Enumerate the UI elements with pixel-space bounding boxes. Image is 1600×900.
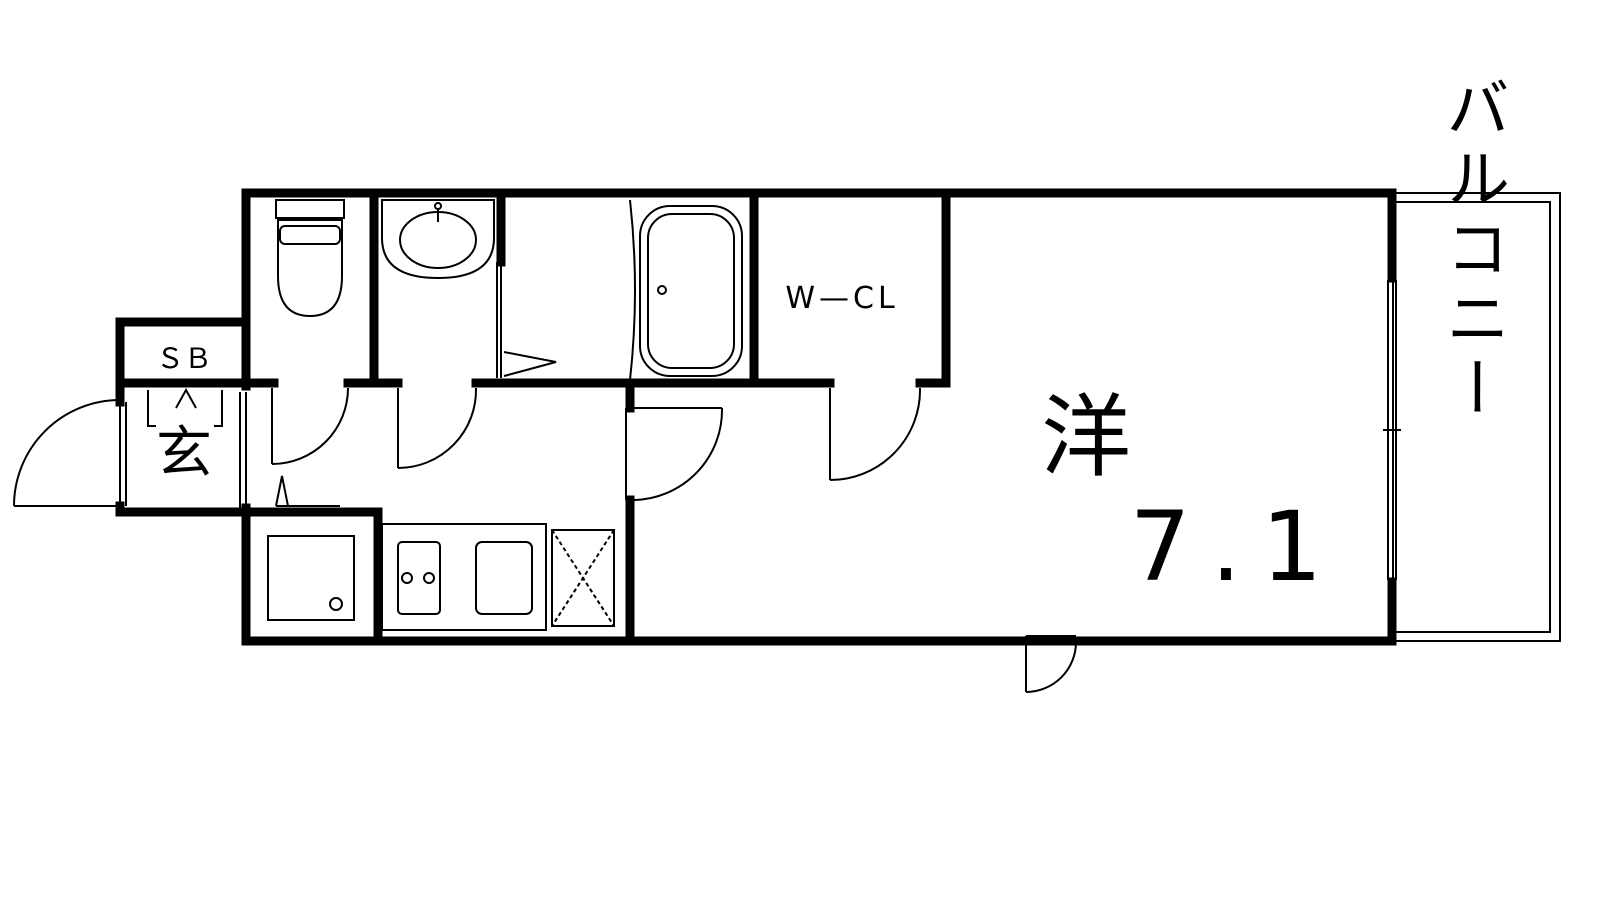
room-door: [625, 407, 724, 501]
balcony-label: バルコニー: [1435, 75, 1509, 425]
entrance-step: [147, 387, 247, 508]
washer-door-marker: [275, 475, 340, 507]
western-room-size: 7.1: [1130, 491, 1343, 603]
closet-door: [829, 387, 922, 481]
toilet-door: [271, 387, 349, 465]
entrance-label: 玄: [156, 421, 212, 486]
refrigerator-space: [551, 529, 615, 627]
washroom-door: [397, 387, 478, 469]
walls: [115, 188, 1397, 646]
entrance-door: [13, 399, 127, 507]
toilet-fixture: [275, 199, 345, 318]
bathtub-fixture: [629, 199, 743, 381]
shoe-box-label: ＳＢ: [156, 342, 212, 375]
washing-machine-space: [267, 535, 355, 621]
balcony-area: [1392, 192, 1561, 642]
kitchen-counter: [381, 523, 547, 631]
bath-door: [496, 262, 557, 378]
walk-in-closet-label: W—CL: [785, 281, 898, 316]
balcony-sliding-door: [1383, 280, 1401, 580]
western-room-label: 洋: [1041, 385, 1131, 490]
exterior-small-door: [1025, 635, 1077, 693]
washbasin-fixture: [381, 199, 495, 280]
